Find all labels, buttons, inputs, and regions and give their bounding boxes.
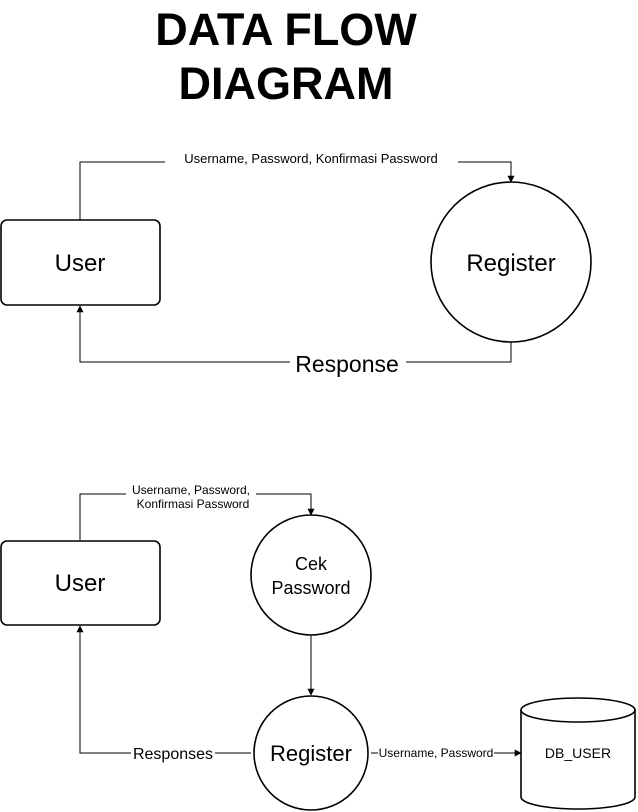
check-password-label-line-2: Password [271,578,350,598]
flow-label-username-password: Username, Password [379,746,494,760]
check-password-process [250,514,372,636]
page-title-line-2: DIAGRAM [179,58,394,109]
user-entity [0,219,161,306]
db-user-label: DB_USER [545,745,611,761]
flow-register-to-user [76,625,251,754]
flow-label-credentials-line-1: Username, Password, [132,483,250,497]
register-process-label: Register [270,741,352,766]
db-user-datastore [520,697,636,810]
diagram-1: Username, Password, Konfirmasi Password … [0,151,592,377]
flow-label-background [378,745,494,760]
flow-label-responses: Responses [133,746,213,763]
user-entity-label: User [55,250,106,277]
user-entity [0,540,161,626]
user-entity-label: User [55,570,106,597]
flow-user-to-register [79,161,515,220]
page-title-line-1: DATA FLOW [155,4,417,55]
check-password-label-line-1: Cek [295,554,328,574]
flow-label-background [165,151,458,166]
flow-label-background [290,350,406,374]
flow-label-response: Response [295,351,399,377]
flow-label-background [131,744,215,762]
register-process-label: Register [466,250,555,277]
flow-label-credentials: Username, Password, Konfirmasi Password [184,151,438,166]
register-process [430,181,592,343]
diagram-2: Username, Password, Konfirmasi Password … [0,483,636,811]
flow-label-background [126,483,256,511]
flow-label-credentials-line-2: Konfirmasi Password [137,497,250,511]
register-process [253,695,369,811]
